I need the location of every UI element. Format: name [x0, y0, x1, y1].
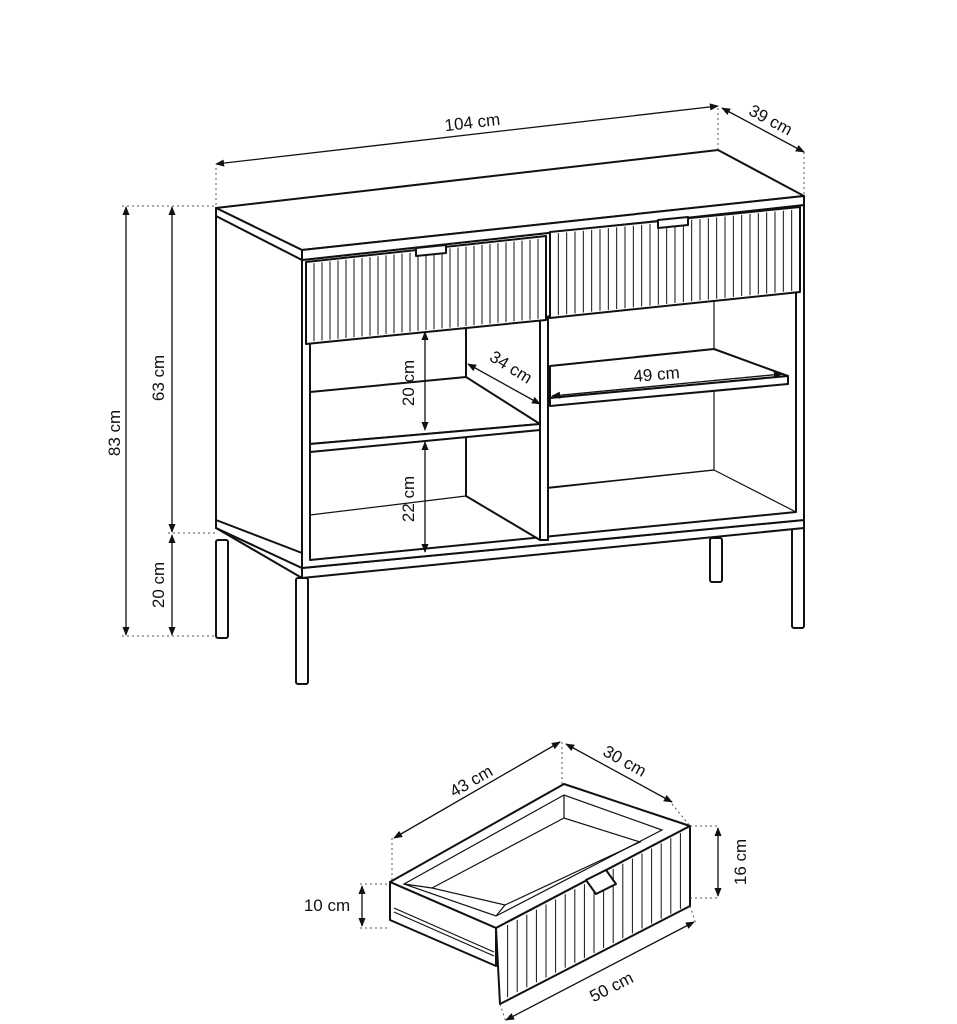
total-height-label: 83 cm	[105, 410, 124, 456]
drawer-inner-width-label: 43 cm	[446, 761, 496, 801]
drawer-handle	[657, 216, 689, 229]
lower-gap-label: 22 cm	[399, 476, 418, 522]
upper-gap-label: 20 cm	[399, 360, 418, 406]
drawer-inner-depth-label: 30 cm	[600, 742, 650, 781]
side-panel	[215, 207, 303, 569]
body-height-label: 63 cm	[149, 355, 168, 401]
drawer-drawing: 43 cm 30 cm 16 cm 10 cm 50 cm	[304, 741, 750, 1023]
drawer-side-height-label: 10 cm	[304, 896, 350, 915]
width-label: 104 cm	[444, 110, 502, 135]
shelf-width-label: 49 cm	[633, 363, 681, 386]
drawer-handle	[415, 244, 447, 257]
sideboard-drawing: 104 cm 39 cm 83 cm 63 cm 20 cm 20 cm 22 …	[105, 101, 805, 685]
drawer-front-height-label: 16 cm	[731, 839, 750, 885]
drawer-fronts	[305, 206, 801, 345]
drawer-handle	[585, 869, 617, 895]
leg-height-label: 20 cm	[149, 562, 168, 608]
